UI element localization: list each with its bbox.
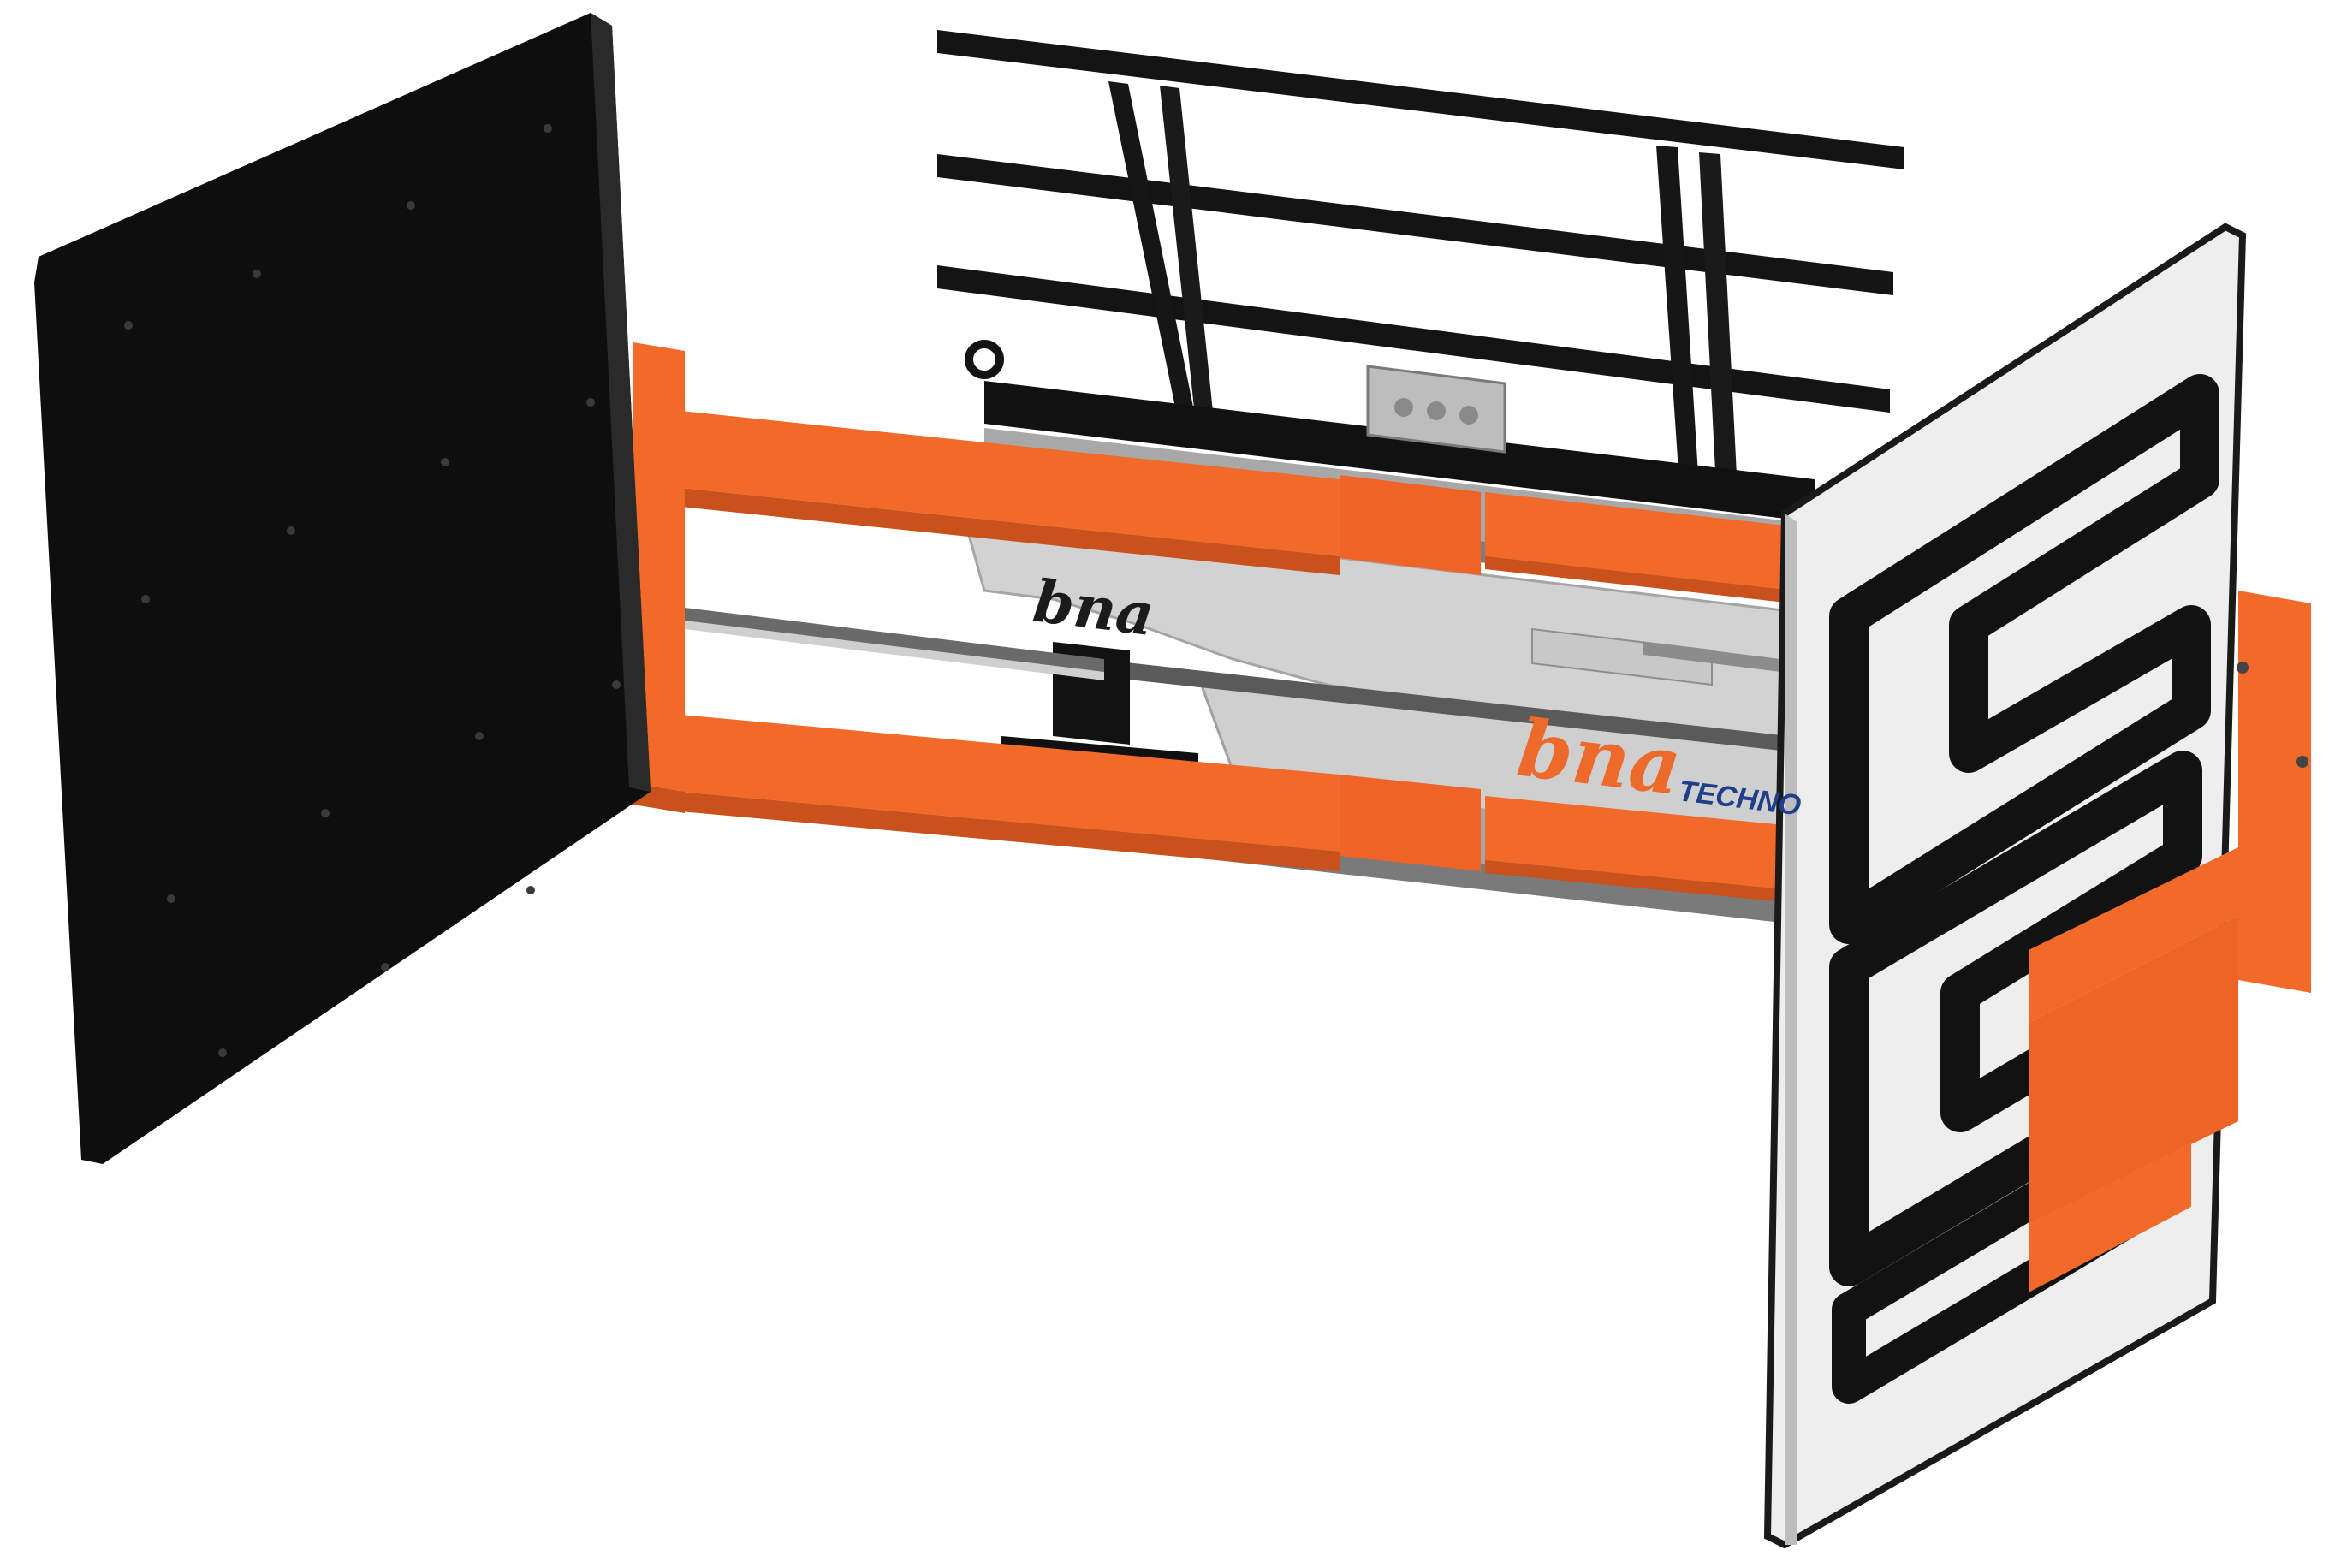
hydraulic-valve-block xyxy=(1366,365,1506,454)
logo-large: bna xyxy=(1512,702,1686,813)
load-backrest-frame xyxy=(937,30,1904,522)
right-arm-bracket xyxy=(2029,591,2311,1292)
logo-small: bna xyxy=(1030,567,1158,650)
left-clamp-arms xyxy=(633,342,1793,903)
left-clamp-pad xyxy=(34,13,651,1164)
